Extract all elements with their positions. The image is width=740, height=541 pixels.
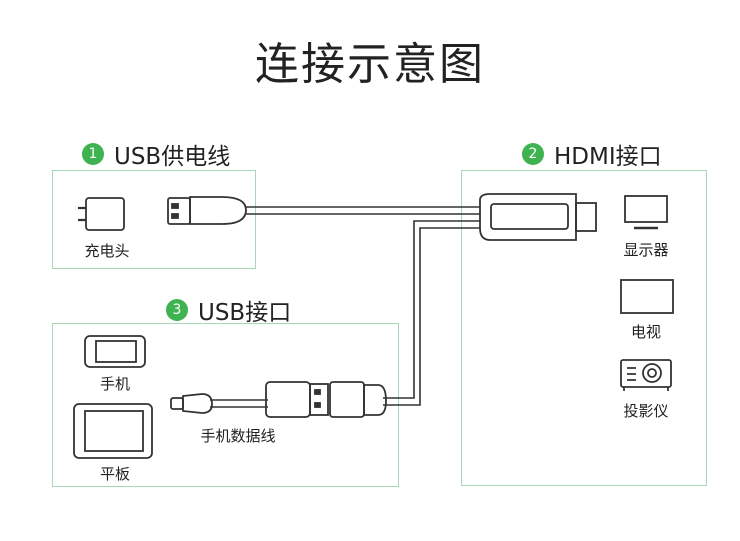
usb-cable-line-inner — [383, 227, 480, 406]
tablet-label: 平板 — [99, 465, 130, 483]
charger-icon — [78, 197, 125, 231]
charger-label: 充电头 — [84, 242, 130, 260]
projector-icon — [620, 359, 672, 391]
section-3-badge: 3 — [166, 299, 188, 321]
usb-a-plug-icon — [167, 196, 247, 225]
usb-cable-line-outer — [383, 220, 480, 399]
tablet-icon — [73, 403, 153, 459]
data-cable-usb-a-plug-icon — [265, 381, 329, 418]
phone-label: 手机 — [99, 375, 130, 393]
projector-label: 投影仪 — [623, 402, 669, 420]
section-1-label: USB供电线 — [114, 144, 231, 170]
diagram-title: 连接示意图 — [255, 39, 485, 90]
tv-label: 电视 — [630, 323, 661, 341]
section-2-badge: 2 — [522, 143, 544, 165]
monitor-label: 显示器 — [623, 241, 669, 259]
section-1-badge: 1 — [82, 143, 104, 165]
section-2-label: HDMI接口 — [554, 144, 662, 170]
panel-usb-power — [52, 170, 256, 269]
phone-icon — [84, 335, 146, 368]
tv-icon — [620, 279, 674, 314]
panel-hdmi — [461, 170, 707, 486]
data-cable-label: 手机数据线 — [200, 427, 276, 445]
section-usb-port: 3 USB接口 — [166, 293, 291, 327]
section-usb-power: 1 USB供电线 — [82, 137, 230, 171]
monitor-icon — [624, 195, 668, 230]
hdmi-connector-icon — [479, 193, 597, 241]
micro-usb-plug-icon — [170, 393, 213, 414]
usb-receptacle-icon — [329, 381, 387, 418]
section-3-label: USB接口 — [198, 300, 292, 326]
section-hdmi: 2 HDMI接口 — [522, 137, 662, 171]
